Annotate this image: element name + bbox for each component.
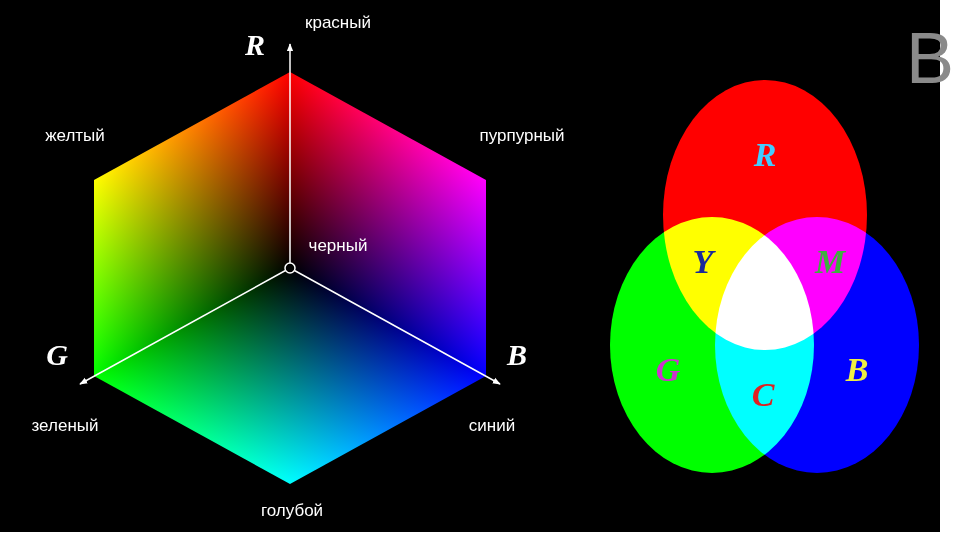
color-name: красный bbox=[305, 14, 371, 31]
color-name: черный bbox=[309, 237, 368, 254]
axis-lines bbox=[80, 44, 500, 384]
color-name: желтый bbox=[45, 127, 105, 144]
color-name: синий bbox=[469, 417, 515, 434]
mix-letter: Y bbox=[693, 245, 714, 279]
slide-title-letter: В bbox=[906, 22, 954, 94]
mix-letter: C bbox=[752, 378, 775, 412]
mix-letter: M bbox=[815, 245, 845, 279]
channel-letter: R bbox=[754, 138, 777, 172]
slide-margin bbox=[940, 0, 957, 539]
axis-letter: R bbox=[245, 30, 265, 60]
axis-letter: G bbox=[46, 340, 68, 370]
color-name: зеленый bbox=[32, 417, 99, 434]
channel-letter: G bbox=[656, 353, 681, 387]
circle-shape bbox=[715, 217, 919, 473]
origin-point bbox=[285, 263, 295, 273]
channel-letter: B bbox=[846, 353, 869, 387]
axis-letter: B bbox=[507, 340, 527, 370]
color-name: голубой bbox=[261, 502, 323, 519]
cube-face bbox=[94, 268, 486, 484]
slide-margin bbox=[0, 532, 957, 539]
color-name: пурпурный bbox=[479, 127, 564, 144]
blue-circle: B bbox=[715, 217, 919, 473]
